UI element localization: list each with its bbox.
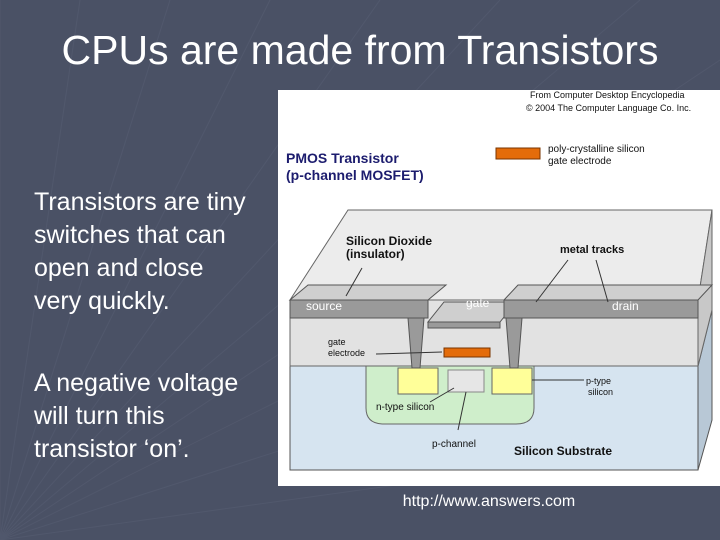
poly-gate-electrode (443, 347, 491, 358)
gate-metal (427, 321, 501, 329)
source-credit: From Computer Desktop Encyclopedia (530, 90, 685, 100)
oxide-label: Silicon Dioxide (346, 234, 432, 248)
legend-label: gate electrode (548, 156, 612, 167)
drain-metal (502, 284, 714, 301)
metal-tracks-leader (595, 259, 609, 303)
gate-terminal-label: gate (466, 296, 490, 310)
slide-title: CPUs are made from Transistors (61, 27, 659, 73)
paragraph-line: very quickly. (34, 287, 170, 315)
metal-tracks-label: metal tracks (560, 244, 624, 256)
diagram-heading: PMOS Transistor (286, 150, 399, 166)
source-metal (288, 284, 448, 301)
pmos-transistor-diagram: From Computer Desktop Encyclopedia © 200… (278, 90, 720, 486)
pchannel-leader (457, 391, 467, 431)
ptype-source-region (397, 367, 439, 395)
pchannel-label: p-channel (432, 439, 476, 450)
paragraph-line: Transistors are tiny (34, 188, 246, 216)
paragraph-line: A negative voltage (34, 369, 239, 397)
drain-contact (505, 317, 523, 369)
ntype-leader (429, 387, 455, 403)
ptype-drain-region (491, 367, 533, 395)
source-url[interactable]: http://www.answers.com (402, 493, 576, 510)
gate-electrode-label: gate (328, 337, 346, 347)
gate-electrode-leader (375, 351, 443, 355)
drain-terminal-label: drain (612, 299, 639, 313)
metal-tracks-leader (535, 259, 569, 303)
substrate-label: Silicon Substrate (514, 444, 612, 458)
paragraph-line: will turn this (34, 402, 165, 430)
ntype-label: n-type silicon (376, 402, 434, 413)
ptype-label: p-type (586, 376, 611, 386)
drain-metal-front (503, 299, 699, 319)
legend-swatch (495, 147, 541, 160)
diagram-subheading: (p-channel MOSFET) (286, 167, 424, 183)
ptype-label: silicon (588, 387, 613, 397)
diagram-drawing: From Computer Desktop Encyclopedia © 200… (286, 90, 714, 471)
source-contact (407, 317, 425, 369)
source-copyright: © 2004 The Computer Language Co. Inc. (526, 103, 691, 113)
legend-label: poly-crystalline silicon (548, 144, 645, 155)
oxide-leader (345, 267, 363, 297)
paragraph-line: transistor ‘on’. (34, 435, 190, 463)
gate-electrode-label: electrode (328, 348, 365, 358)
oxide-label: (insulator) (346, 247, 405, 261)
paragraph-negative-voltage: A negative voltage will turn this transi… (34, 367, 238, 466)
paragraph-line: open and close (34, 254, 204, 282)
source-terminal-label: source (306, 299, 342, 313)
source-metal-front (289, 299, 429, 319)
paragraph-line: switches that can (34, 221, 226, 249)
paragraph-transistors: Transistors are tiny switches that can o… (34, 186, 246, 318)
